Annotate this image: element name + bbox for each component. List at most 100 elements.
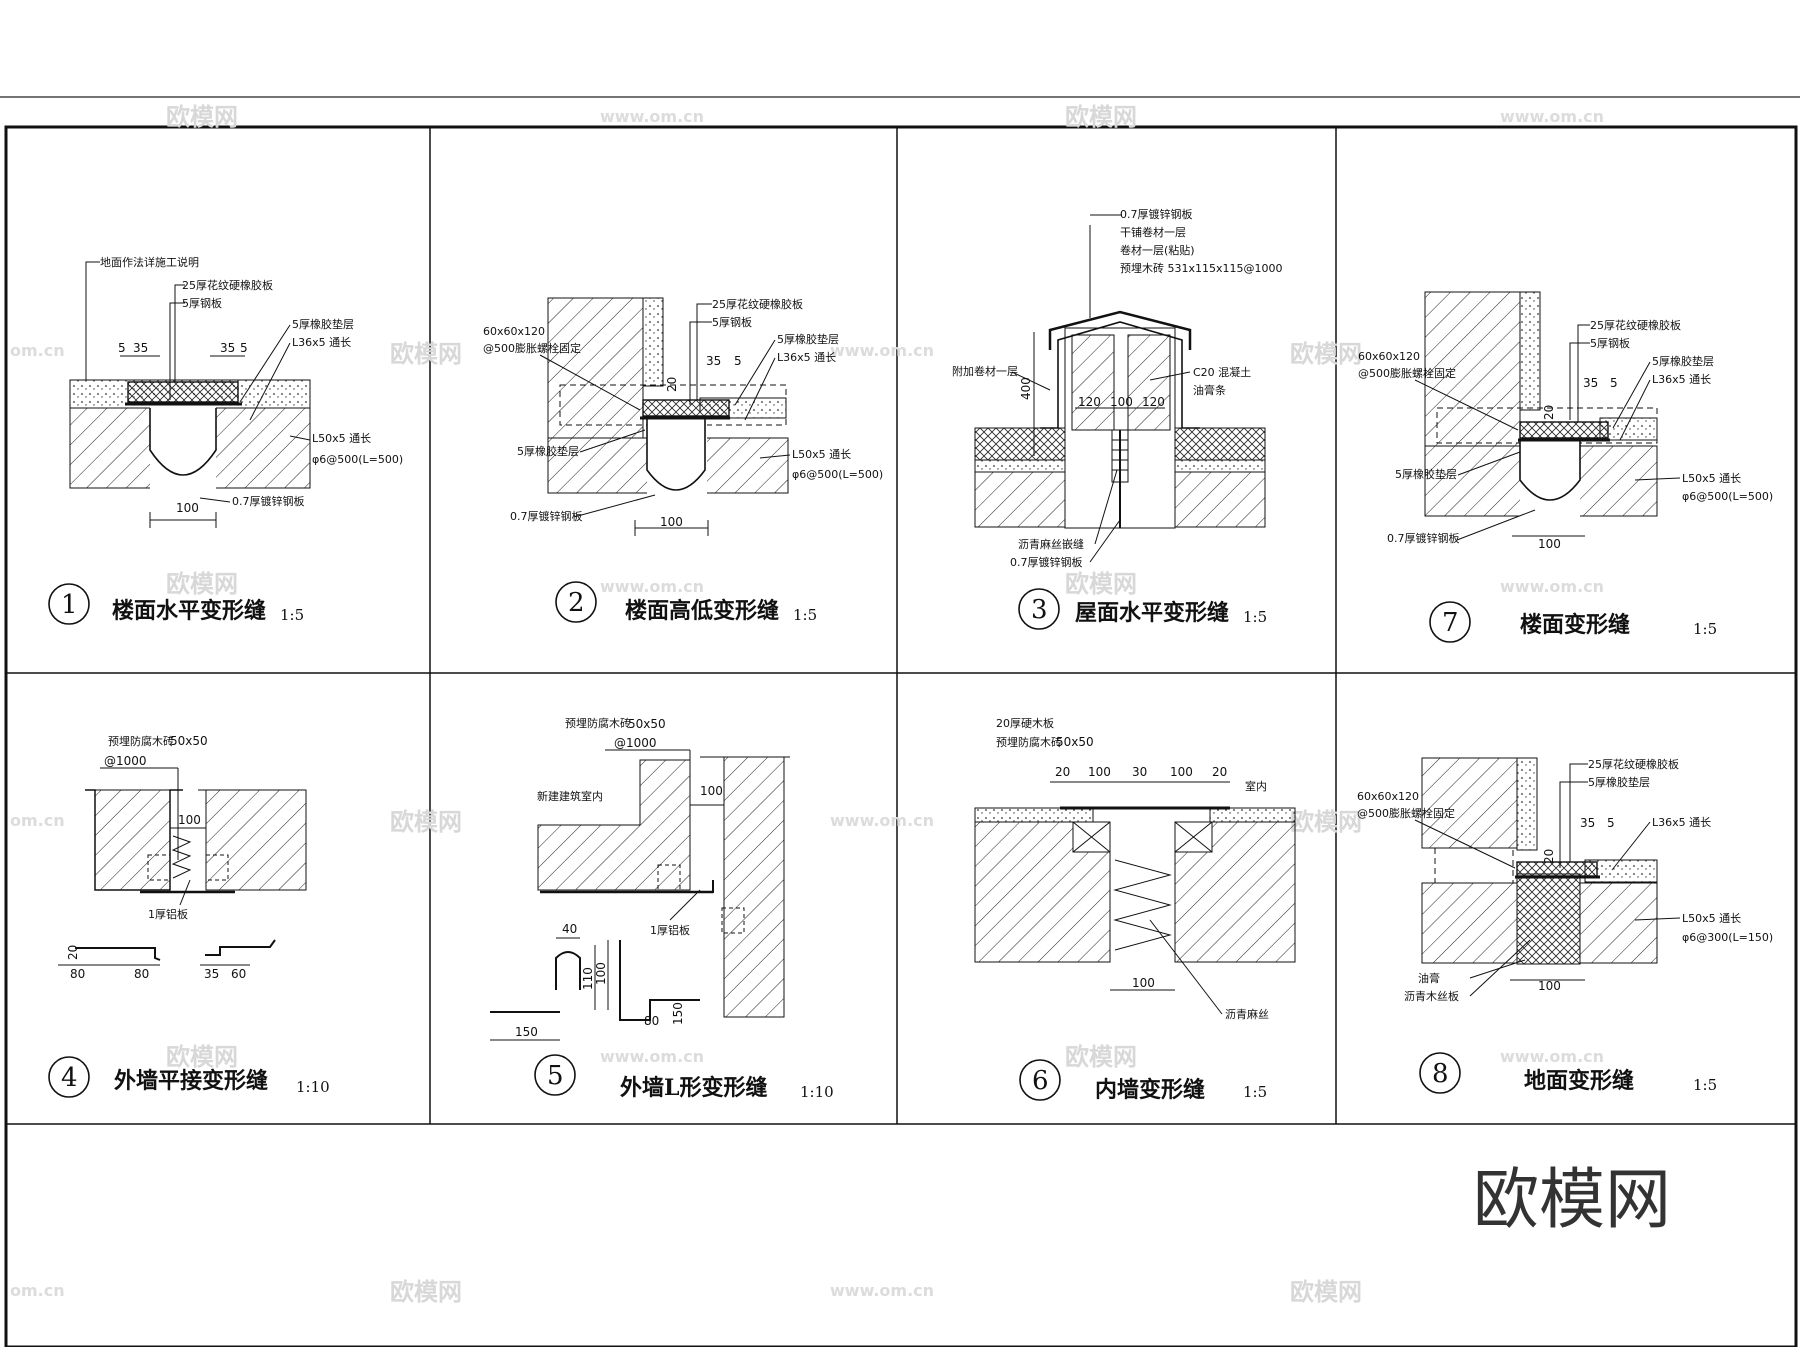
svg-text:新建建筑室内: 新建建筑室内 xyxy=(537,789,603,803)
watermark-url: om.cn xyxy=(10,1281,65,1300)
rubber-plate xyxy=(127,381,239,403)
svg-text:φ6@500(L=500): φ6@500(L=500) xyxy=(312,453,403,466)
svg-text:φ6@500(L=500): φ6@500(L=500) xyxy=(792,468,883,481)
svg-text:油膏条: 油膏条 xyxy=(1193,383,1226,397)
svg-text:60x60x120: 60x60x120 xyxy=(1358,350,1420,363)
watermark-url: www.om.cn xyxy=(600,107,704,126)
svg-text:5厚橡胶垫层: 5厚橡胶垫层 xyxy=(777,332,839,346)
svg-text:25厚花纹硬橡胶板: 25厚花纹硬橡胶板 xyxy=(712,297,803,311)
watermark: 欧模网 xyxy=(390,1278,462,1306)
detail-scale: 1:5 xyxy=(1693,620,1717,638)
svg-text:20: 20 xyxy=(1055,765,1070,779)
svg-text:地面作法详施工说明: 地面作法详施工说明 xyxy=(100,255,199,269)
detail-1: 100 5 35 35 5 地面作法详施工说明 25厚花纹硬橡胶板 5厚钢板 5… xyxy=(48,255,403,625)
svg-text:35: 35 xyxy=(1583,376,1598,390)
svg-text:5: 5 xyxy=(240,341,248,355)
detail-number: 7 xyxy=(1442,608,1459,638)
detail-5: 100 预埋防腐木砖 50x50 @1000 新建建筑室内 1厚铝板 40 10… xyxy=(490,716,834,1101)
svg-text:预埋防腐木砖: 预埋防腐木砖 xyxy=(565,716,631,730)
watermark: 欧模网 xyxy=(1065,103,1137,131)
watermark: 欧模网 xyxy=(1290,808,1362,836)
detail-scale: 1:5 xyxy=(1243,608,1267,626)
watermark-url: www.om.cn xyxy=(600,577,704,596)
watermark-url: www.om.cn xyxy=(830,1281,934,1300)
svg-text:5: 5 xyxy=(118,341,126,355)
svg-text:25厚花纹硬橡胶板: 25厚花纹硬橡胶板 xyxy=(1588,757,1679,771)
galvanized-sheet xyxy=(149,408,217,476)
svg-text:20: 20 xyxy=(1542,849,1556,864)
watermark-url: om.cn xyxy=(10,341,65,360)
svg-text:附加卷材一层: 附加卷材一层 xyxy=(952,364,1018,378)
detail-number-badge xyxy=(48,1056,90,1098)
detail-title: 楼面水平变形缝 xyxy=(112,598,266,624)
svg-text:35: 35 xyxy=(220,341,235,355)
svg-text:预埋防腐木砖: 预埋防腐木砖 xyxy=(996,735,1062,749)
galvanized-cap xyxy=(1048,310,1192,350)
watermark-url: www.om.cn xyxy=(600,1047,704,1066)
svg-text:20: 20 xyxy=(1212,765,1227,779)
svg-text:150: 150 xyxy=(671,1002,685,1025)
svg-text:60: 60 xyxy=(231,967,246,981)
watermark-url: www.om.cn xyxy=(830,341,934,360)
svg-text:20: 20 xyxy=(66,945,80,960)
asphalt-wood-board xyxy=(1516,873,1581,965)
svg-text:L36x5 通长: L36x5 通长 xyxy=(292,336,351,349)
svg-text:0.7厚镀锌钢板: 0.7厚镀锌钢板 xyxy=(510,509,583,523)
detail-number: 2 xyxy=(568,588,585,618)
svg-text:100: 100 xyxy=(594,962,608,985)
svg-text:L50x5 通长: L50x5 通长 xyxy=(312,432,371,445)
svg-text:0.7厚镀锌钢板: 0.7厚镀锌钢板 xyxy=(1120,207,1193,221)
svg-text:20: 20 xyxy=(665,377,679,392)
svg-text:80: 80 xyxy=(134,967,149,981)
watermark-url: www.om.cn xyxy=(1500,577,1604,596)
svg-text:60x60x120: 60x60x120 xyxy=(483,325,545,338)
svg-text:@500膨胀螺栓固定: @500膨胀螺栓固定 xyxy=(1357,806,1455,820)
svg-text:100: 100 xyxy=(176,501,199,515)
svg-text:25厚花纹硬橡胶板: 25厚花纹硬橡胶板 xyxy=(182,278,273,292)
svg-text:卷材一层(粘贴): 卷材一层(粘贴) xyxy=(1120,243,1195,257)
svg-text:50x50: 50x50 xyxy=(1056,735,1094,749)
svg-text:5厚钢板: 5厚钢板 xyxy=(1590,336,1630,350)
svg-text:L50x5 通长: L50x5 通长 xyxy=(792,448,851,461)
svg-text:35: 35 xyxy=(133,341,148,355)
svg-text:L50x5 通长: L50x5 通长 xyxy=(1682,472,1741,485)
watermark: 欧模网 xyxy=(1290,340,1362,368)
detail-title: 地面变形缝 xyxy=(1524,1068,1634,1094)
detail-number-badge xyxy=(1018,588,1060,630)
svg-text:5: 5 xyxy=(1610,376,1618,390)
detail-title: 外墙L形变形缝 xyxy=(620,1075,767,1101)
detail-8: 100 35 5 20 60x60x120 @500膨胀螺栓固定 25厚花纹硬橡… xyxy=(1357,757,1773,1094)
svg-text:@500膨胀螺栓固定: @500膨胀螺栓固定 xyxy=(483,341,581,355)
svg-text:油膏: 油膏 xyxy=(1418,971,1440,985)
watermark-url: om.cn xyxy=(10,811,65,830)
svg-text:120: 120 xyxy=(1078,395,1101,409)
svg-text:80: 80 xyxy=(70,967,85,981)
site-logo: 欧模网 xyxy=(1473,1161,1671,1238)
detail-number: 1 xyxy=(61,590,78,620)
svg-text:L36x5 通长: L36x5 通长 xyxy=(1652,816,1711,829)
svg-text:5厚钢板: 5厚钢板 xyxy=(182,296,222,310)
detail-number: 5 xyxy=(547,1061,564,1091)
detail-number-badge xyxy=(48,583,90,625)
sheet-border xyxy=(4,125,1798,1347)
detail-6: 20 100 30 100 20 20厚硬木板 预埋防腐木砖 50x50 室内 … xyxy=(974,716,1296,1103)
detail-title: 楼面变形缝 xyxy=(1520,612,1630,638)
svg-text:100: 100 xyxy=(178,813,201,827)
svg-text:0.7厚镀锌钢板: 0.7厚镀锌钢板 xyxy=(1010,555,1083,569)
svg-text:20: 20 xyxy=(1542,405,1556,420)
svg-text:5厚钢板: 5厚钢板 xyxy=(712,315,752,329)
svg-text:@1000: @1000 xyxy=(614,736,657,750)
detail-scale: 1:5 xyxy=(1693,1076,1717,1094)
svg-text:100: 100 xyxy=(1538,537,1561,551)
watermark: 欧模网 xyxy=(390,808,462,836)
svg-text:35: 35 xyxy=(706,354,721,368)
detail-scale: 1:10 xyxy=(296,1078,330,1096)
svg-text:100: 100 xyxy=(660,515,683,529)
svg-text:1厚铝板: 1厚铝板 xyxy=(650,923,690,937)
detail-number: 8 xyxy=(1432,1059,1449,1089)
svg-text:5厚橡胶垫层: 5厚橡胶垫层 xyxy=(1395,467,1457,481)
svg-text:100: 100 xyxy=(1170,765,1193,779)
svg-text:室内: 室内 xyxy=(1245,779,1267,793)
detail-number: 3 xyxy=(1031,595,1048,625)
